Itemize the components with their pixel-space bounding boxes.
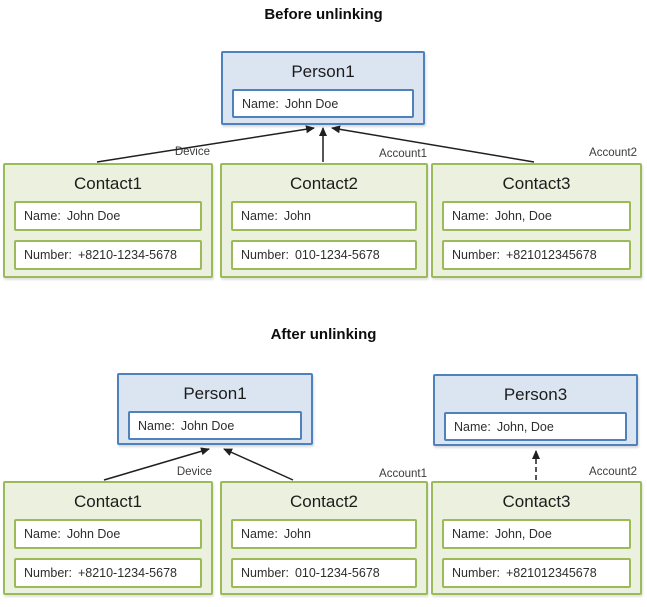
field-value: +8210-1234-5678 (77, 248, 177, 262)
before-contact1-number-field: Number: +8210-1234-5678 (14, 240, 202, 270)
field-value: John Doe (66, 527, 121, 541)
after-contact3-number-field: Number: +821012345678 (442, 558, 631, 588)
after-person1-title: Person1 (183, 384, 247, 403)
before-edge-label-device: Device (174, 146, 210, 158)
before-edge-label-account2: Account2 (589, 147, 637, 159)
before-contact2-number-field: Number: 010-1234-5678 (231, 240, 417, 270)
field-label: Number: (452, 566, 500, 580)
before-contact2-box: Contact2 Name: John Number: 010-1234-5678 (220, 163, 428, 278)
after-person3-title: Person3 (503, 385, 568, 404)
before-person1-box: Person1 Name: John Doe (221, 51, 425, 125)
before-arrow-contact3-to-person1 (331, 125, 535, 163)
after-arrow-contact2-to-person1 (223, 448, 294, 481)
after-person1-name-field: Name: John Doe (128, 411, 302, 440)
after-contact1-number-field: Number: +8210-1234-5678 (14, 558, 202, 588)
field-value: +821012345678 (505, 248, 597, 262)
after-contact3-name-field: Name: John, Doe (442, 519, 631, 549)
field-value: John Doe (180, 418, 235, 433)
before-person1-title: Person1 (291, 62, 355, 81)
before-contact3-number-field: Number: +821012345678 (442, 240, 631, 270)
after-person3-box: Person3 Name: John, Doe (433, 374, 638, 446)
after-contact3-box: Contact3 Name: John, Doe Number: +82101234… (431, 481, 642, 595)
before-section-title: Before unlinking (264, 6, 383, 23)
before-contact2-name-field: Name: John (231, 201, 417, 231)
field-value: +821012345678 (505, 566, 597, 580)
field-label: Number: (24, 248, 72, 262)
field-label: Name: (452, 527, 489, 541)
before-contact3-name-field: Name: John, Doe (442, 201, 631, 231)
before-contact1-name-field: Name: John Doe (14, 201, 202, 231)
field-label: Name: (452, 209, 489, 223)
after-contact1-name-field: Name: John Doe (14, 519, 202, 549)
after-section-title: After unlinking (270, 326, 377, 343)
after-contact2-number-field: Number: 010-1234-5678 (231, 558, 417, 588)
after-person1-box: Person1 Name: John Doe (117, 373, 313, 445)
field-label: Name: (241, 209, 278, 223)
field-value: John (283, 527, 311, 541)
after-person3-name-field: Name: John, Doe (444, 412, 627, 441)
after-contact2-name-field: Name: John (231, 519, 417, 549)
field-value: John Doe (66, 209, 121, 223)
after-edge-label-account2: Account2 (589, 466, 637, 478)
before-edge-label-account1: Account1 (379, 148, 427, 160)
after-contact1-title: Contact1 (73, 492, 143, 511)
field-label: Name: (24, 209, 61, 223)
after-contact2-title: Contact2 (289, 492, 359, 511)
field-label: Name: (241, 527, 278, 541)
before-contact1-title: Contact1 (73, 174, 143, 193)
before-contact3-box: Contact3 Name: John, Doe Number: +82101234… (431, 163, 642, 278)
field-label: Name: (454, 419, 491, 434)
field-value: 010-1234-5678 (294, 566, 380, 580)
field-label: Number: (241, 566, 289, 580)
field-label: Number: (241, 248, 289, 262)
field-label: Number: (452, 248, 500, 262)
field-label: Number: (24, 566, 72, 580)
field-value: John Doe (284, 96, 339, 111)
after-contact3-title: Contact3 (502, 492, 571, 511)
after-contact1-box: Contact1 Name: John Doe Number: +8210-1234… (3, 481, 213, 595)
after-edge-label-account1: Account1 (379, 468, 427, 480)
field-label: Name: (242, 96, 279, 111)
field-value: John, Doe (494, 527, 552, 541)
field-value: John, Doe (496, 419, 554, 434)
field-label: Name: (24, 527, 61, 541)
field-value: 010-1234-5678 (294, 248, 380, 262)
field-label: Name: (138, 418, 175, 433)
after-contact2-box: Contact2 Name: John Number: 010-1234-5678 (220, 481, 428, 595)
before-contact1-box: Contact1 Name: John Doe Number: +8210-1234… (3, 163, 213, 278)
after-edge-label-device: Device (176, 466, 212, 478)
before-contact3-title: Contact3 (502, 174, 571, 193)
field-value: John, Doe (494, 209, 552, 223)
field-value: John (283, 209, 311, 223)
field-value: +8210-1234-5678 (77, 566, 177, 580)
before-person1-name-field: Name: John Doe (232, 89, 414, 118)
before-contact2-title: Contact2 (289, 174, 359, 193)
